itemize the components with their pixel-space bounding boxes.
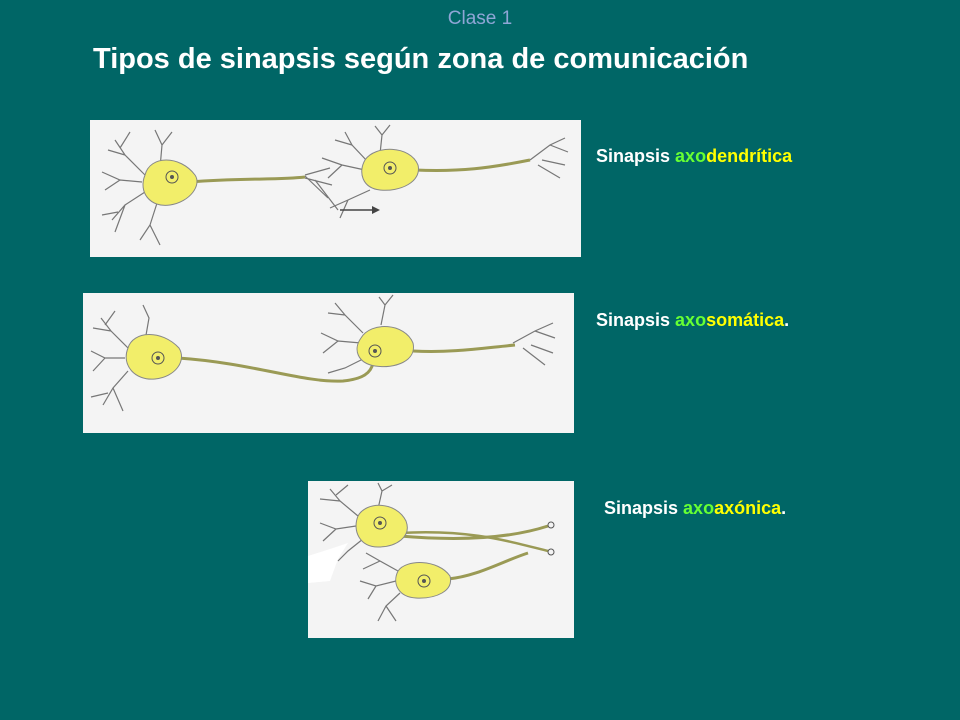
label-word: Sinapsis <box>604 498 679 518</box>
label-prefix: axo <box>683 498 715 518</box>
label-prefix: axo <box>675 146 707 166</box>
label-suffix: somática <box>706 310 785 330</box>
label-suffix: dendrítica <box>706 146 793 166</box>
arrow-icon <box>340 206 380 214</box>
label-end: . <box>784 310 790 330</box>
slide-header: Clase 1 <box>447 8 513 29</box>
label-suffix: axónica <box>714 498 782 518</box>
label-prefix: axo <box>675 310 707 330</box>
label-word: Sinapsis <box>596 146 671 166</box>
label-axosomatic: Sinapsis axosomática. <box>596 310 789 331</box>
label-end: . <box>781 498 787 518</box>
label-word: Sinapsis <box>596 310 671 330</box>
label-axoaxonic: Sinapsis axoaxónica. <box>604 498 786 519</box>
label-axodendritic: Sinapsis axodendrítica <box>596 146 792 167</box>
axoaxonic-illustration <box>308 481 574 638</box>
axosomatic-illustration <box>83 293 574 433</box>
slide-title: Tipos de sinapsis según zona de comunica… <box>93 43 749 75</box>
axodendritic-illustration <box>90 120 581 257</box>
